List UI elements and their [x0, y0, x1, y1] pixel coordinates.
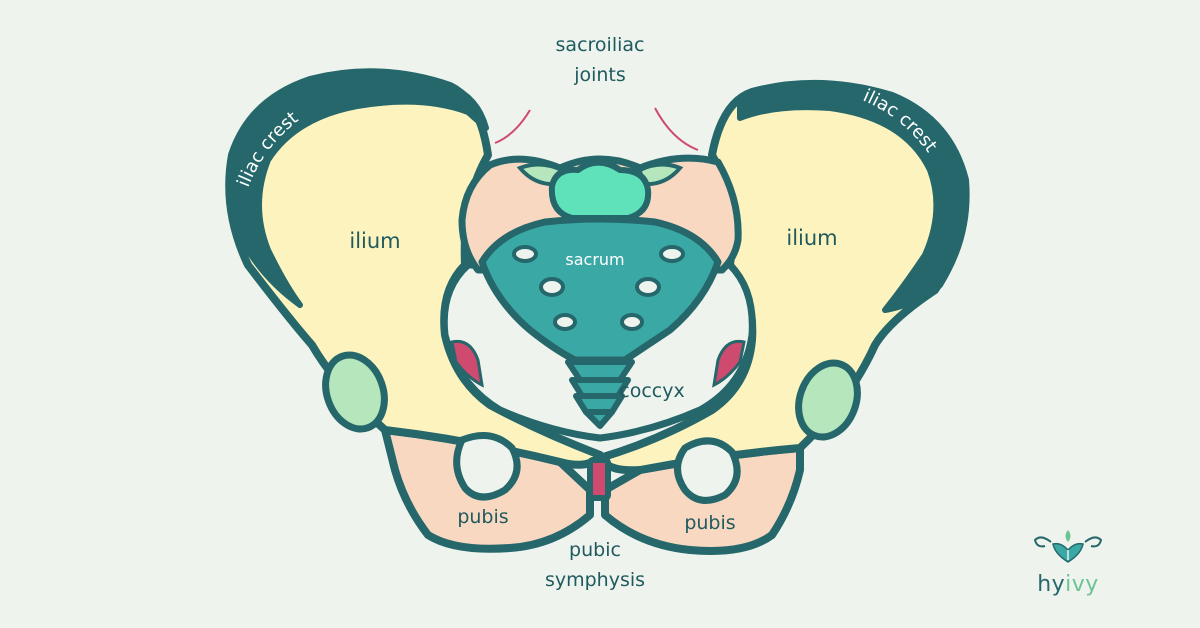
ilium-right-label: ilium [786, 226, 838, 250]
pubis-left-label: pubis [457, 506, 509, 528]
sacroiliac-pointer-left [494, 109, 531, 144]
left-hip-bone [225, 68, 604, 553]
sacral-ala-right [637, 162, 684, 187]
sacral-foramina [512, 245, 685, 331]
left-obturator-foramen [453, 432, 521, 501]
pubic-line2: symphysis [544, 569, 646, 591]
brand-name-part1: hy [1037, 572, 1066, 597]
sacroiliac-joint-right [712, 339, 746, 388]
right-obturator-foramen [674, 437, 741, 504]
left-cartilage [322, 351, 388, 433]
sacrum-label: sacrum [565, 250, 625, 269]
ilium-left-label: ilium [349, 229, 401, 253]
pubic-symphysis-label: pubic symphysis [520, 535, 670, 595]
ivy-leaf-icon [1033, 530, 1103, 563]
brand-logo: hyivy [1020, 528, 1116, 598]
coccyx [565, 359, 635, 429]
sacroiliac-line2: joints [574, 64, 626, 86]
sacroiliac-joint-left [450, 339, 484, 388]
sacral-promontory [548, 159, 652, 221]
pubic-line1: pubic [569, 539, 621, 561]
sacroiliac-line1: sacroiliac [555, 34, 645, 56]
right-cartilage [795, 359, 861, 441]
sacroiliac-joints-label: sacroiliac joints [530, 30, 670, 90]
sacroiliac-pointer-right [654, 107, 699, 151]
right-iliac-crest [737, 86, 967, 313]
pubis-right-label: pubis [684, 512, 736, 534]
pubic-symphysis [587, 457, 611, 501]
brand-name-part2: ivy [1065, 572, 1099, 597]
left-iliac-crest [229, 70, 489, 308]
sacrum [478, 215, 722, 364]
brand-name: hyivy [1020, 572, 1116, 598]
coccyx-label: coccyx [619, 380, 685, 402]
